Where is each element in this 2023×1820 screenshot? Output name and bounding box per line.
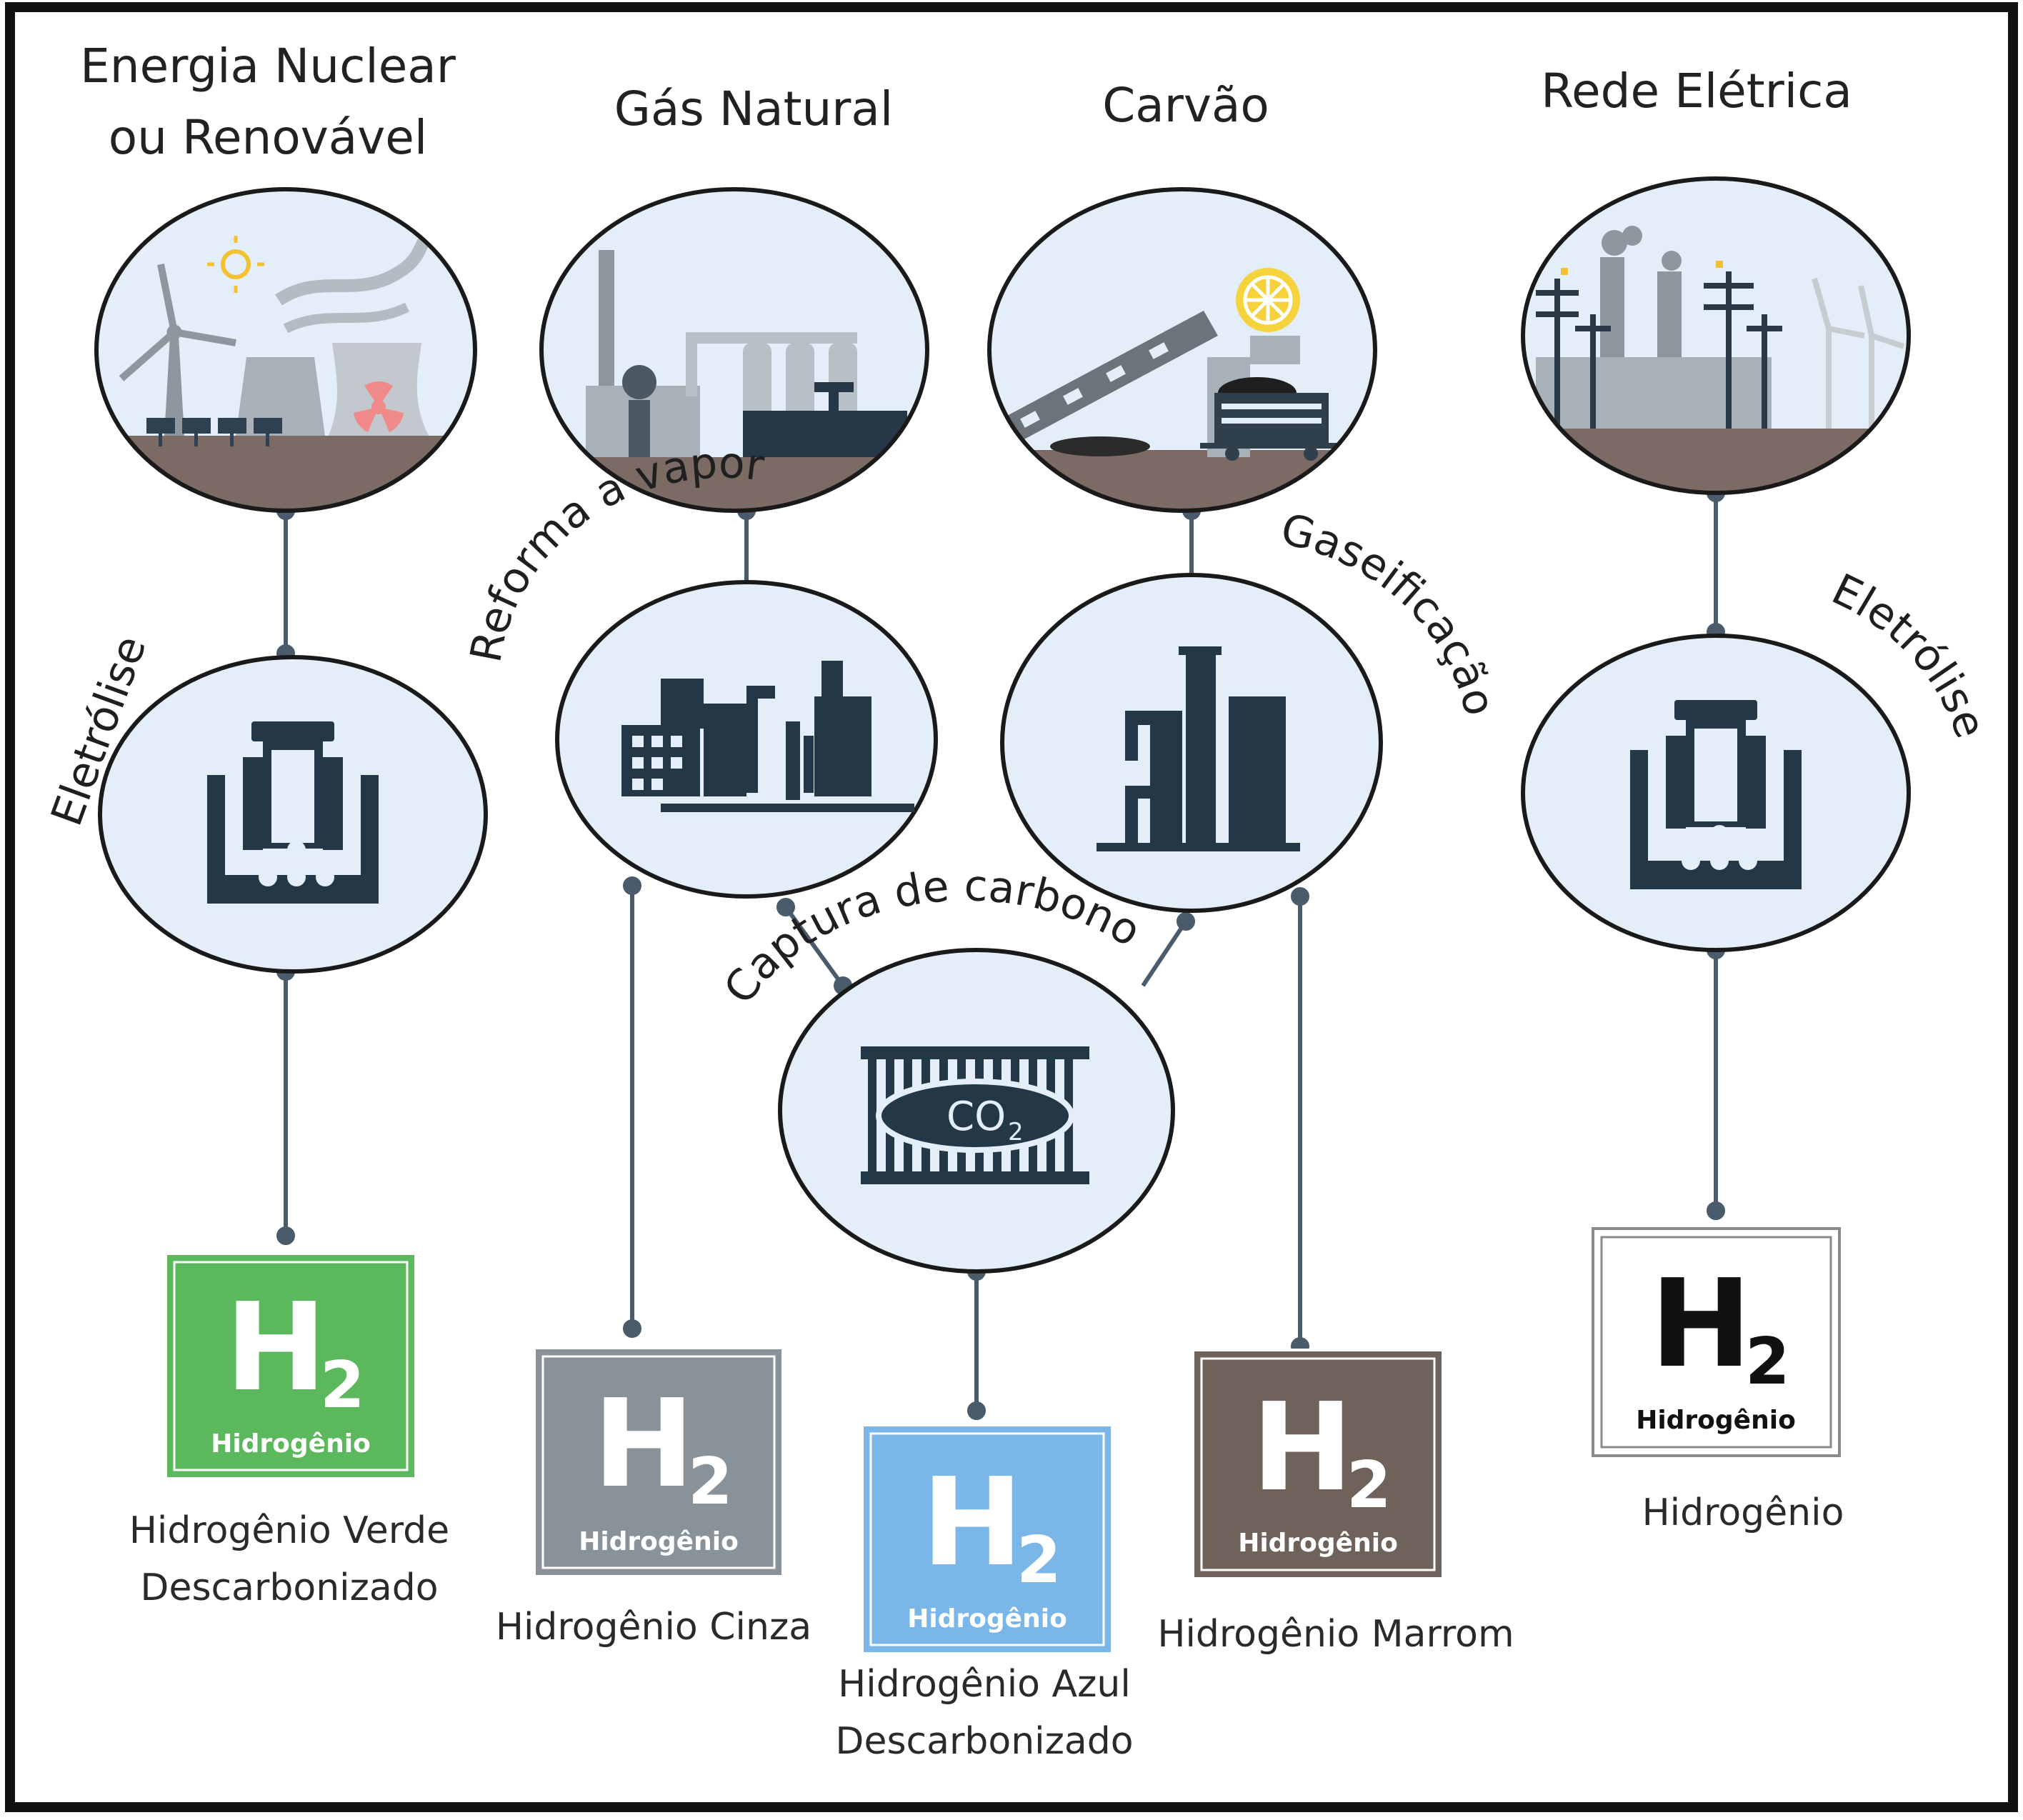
- h2-word-blue: Hidrogênio: [907, 1604, 1067, 1634]
- h2-subscript-brown: 2: [1347, 1448, 1392, 1523]
- wind-turbines-icon: [1812, 277, 1905, 429]
- h2-symbol-blue: H: [921, 1452, 1023, 1594]
- wind-turbine-icon: [119, 264, 236, 436]
- h2-symbol-grid: H: [1650, 1254, 1752, 1395]
- h2-word-brown: Hidrogênio: [1238, 1529, 1398, 1558]
- gasifier-icon: [1097, 646, 1300, 851]
- source-circle-natural-gas: [539, 187, 929, 513]
- title-gas: Gás Natural: [614, 81, 893, 136]
- h2-word-gray: Hidrogênio: [579, 1527, 739, 1556]
- source-circle-grid: [1521, 176, 1911, 495]
- electrolysis-icon-right: [1630, 700, 1802, 889]
- caption-green-line1: Hidrogênio Verde: [129, 1509, 449, 1552]
- title-nuclear-line1: Energia Nuclear: [80, 39, 456, 94]
- process-circle-electrolysis-right: [1521, 634, 1911, 952]
- co2-storage-icon: CO 2: [861, 1046, 1089, 1184]
- h2-tile-green: H 2 Hidrogênio: [164, 1252, 417, 1480]
- source-circle-nuclear-renewable: [94, 187, 477, 513]
- power-pylons-icon: [1536, 271, 1782, 429]
- h2-subscript-blue: 2: [1017, 1523, 1062, 1598]
- title-grid: Rede Elétrica: [1541, 64, 1852, 119]
- caption-green-line2: Descarbonizado: [140, 1566, 438, 1609]
- h2-tile-grid: H 2 Hidrogênio: [1592, 1227, 1841, 1457]
- process-circle-carbon-capture: CO 2: [778, 948, 1175, 1274]
- h2-tile-gray: H 2 Hidrogênio: [533, 1346, 784, 1578]
- caption-blue-line1: Hidrogênio Azul: [838, 1663, 1131, 1706]
- cooling-tower-icon: [236, 357, 325, 436]
- process-circle-electrolysis-left: [98, 655, 488, 974]
- h2-tile-blue: H 2 Hidrogênio: [861, 1424, 1114, 1655]
- h2-symbol-gray: H: [593, 1374, 694, 1515]
- refinery-icon: [621, 661, 914, 812]
- caption-blue-line2: Descarbonizado: [835, 1720, 1133, 1763]
- source-circle-coal: [987, 187, 1377, 513]
- h2-subscript-green: 2: [320, 1348, 365, 1423]
- h2-subscript-gray: 2: [688, 1444, 733, 1519]
- sun-icon-coal: [1236, 268, 1300, 332]
- title-nuclear-line2: ou Renovável: [109, 110, 427, 165]
- electrolysis-icon: [207, 721, 379, 904]
- power-plant-icon: [1536, 226, 1772, 429]
- sun-icon: [221, 249, 251, 279]
- h2-subscript-grid: 2: [1745, 1324, 1790, 1399]
- caption-grid: Hidrogênio: [1642, 1491, 1844, 1534]
- co2-subscript: 2: [1008, 1118, 1024, 1146]
- caption-brown: Hidrogênio Marrom: [1157, 1613, 1514, 1656]
- h2-tile-brown: H 2 Hidrogênio: [1192, 1349, 1444, 1580]
- caption-gray: Hidrogênio Cinza: [496, 1606, 811, 1649]
- h2-symbol-green: H: [225, 1277, 326, 1419]
- outer-border: [5, 2, 2018, 1812]
- solar-panels-icon: [146, 418, 282, 446]
- h2-word-grid: Hidrogênio: [1636, 1406, 1796, 1435]
- h2-word-green: Hidrogênio: [211, 1429, 371, 1459]
- coal-wagon-icon: [1200, 377, 1343, 461]
- radiation-icon: [354, 381, 404, 432]
- h2-symbol-brown: H: [1252, 1377, 1353, 1519]
- title-coal: Carvão: [1102, 78, 1269, 133]
- process-circle-gasification: [1000, 573, 1383, 913]
- gas-plant-icon: [586, 250, 907, 457]
- co2-label: CO: [946, 1094, 1006, 1140]
- process-circle-steam-reforming: [555, 580, 938, 899]
